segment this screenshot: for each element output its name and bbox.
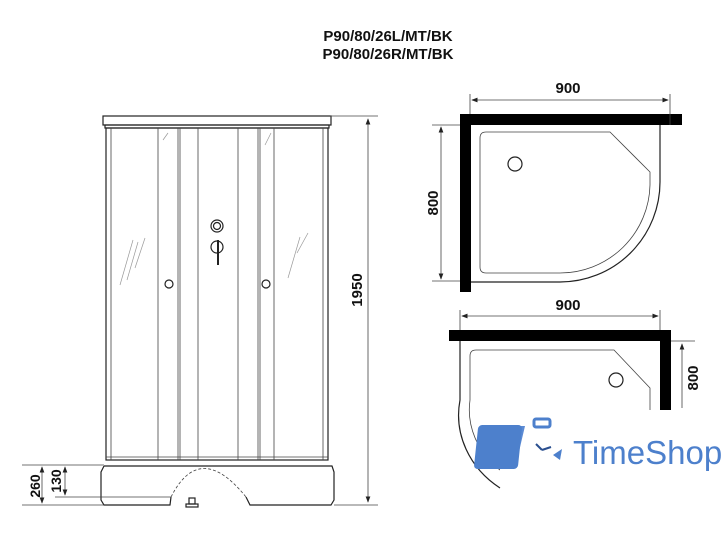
top-view-left: 900 800 [425, 80, 682, 292]
dim-depth-left: 800 [425, 190, 442, 215]
model-title-right: P90/80/26R/MT/BK [323, 46, 454, 63]
timeshop-logo: TimeShop [474, 417, 722, 471]
model-title-left: P90/80/26L/MT/BK [323, 28, 452, 45]
door-handle-right-icon [261, 279, 271, 289]
dim-step-height: 130 [48, 469, 64, 493]
drain-icon [608, 372, 624, 388]
door-handle-left-icon [164, 279, 174, 289]
dim-width-right: 900 [555, 297, 580, 314]
logo-text: TimeShop [573, 434, 722, 471]
dim-total-height: 1950 [349, 273, 366, 306]
front-view: 260 130 1950 [22, 115, 378, 508]
dim-tray-height: 260 [27, 474, 43, 498]
dim-depth-right: 800 [685, 365, 702, 390]
top-view-right: 900 800 [449, 297, 702, 489]
suitcase-clock-icon [474, 417, 562, 469]
shower-head-icon [210, 219, 224, 233]
dim-width-left: 900 [555, 80, 580, 97]
drain-icon [507, 156, 523, 172]
